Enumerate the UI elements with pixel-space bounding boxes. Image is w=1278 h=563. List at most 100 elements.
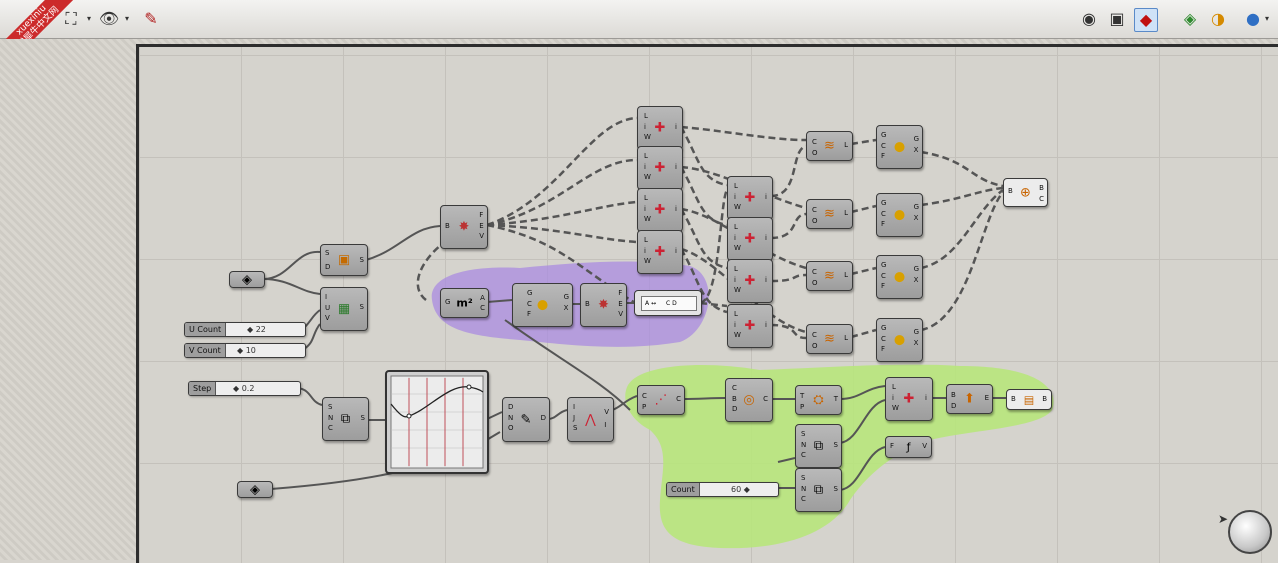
move-icon: ✚ — [744, 318, 756, 334]
weave-icon: ≋ — [824, 268, 835, 284]
cube-icon: ◈ — [242, 272, 252, 287]
step-value: 0.2 — [241, 384, 255, 393]
panel-component[interactable]: A ↔ C D — [634, 290, 702, 316]
u-count-label: U Count — [185, 323, 227, 336]
point-icon: ⋰ — [654, 392, 668, 408]
wireframe-icon[interactable]: ▣ — [1109, 9, 1125, 28]
step-slider[interactable]: Step ◆ 0.2 — [188, 381, 301, 396]
cube-icon: ◈ — [250, 482, 260, 497]
series-icon: ⧉ — [813, 438, 824, 454]
scale-icon: ● — [893, 332, 906, 348]
u-count-slider[interactable]: U Count ◆ 22 — [184, 322, 306, 337]
scale-icon: ● — [893, 139, 906, 155]
panel-left-text: A ↔ — [645, 300, 657, 307]
move-icon: ✚ — [744, 190, 756, 206]
scale-icon: ● — [893, 207, 906, 223]
scale-icon: ● — [893, 269, 906, 285]
v-count-value: 10 — [245, 346, 256, 355]
graph-mapper[interactable] — [385, 370, 489, 474]
sphere-icon[interactable]: ● — [1246, 9, 1260, 28]
count-label: Count — [667, 483, 700, 496]
weave-icon: ≋ — [824, 331, 835, 347]
chevron-down-icon[interactable]: ▾ — [124, 14, 129, 23]
preview-icon[interactable]: ◉ — [1082, 9, 1096, 28]
series-icon: ⧉ — [813, 482, 824, 498]
circle-icon: ◎ — [743, 392, 755, 408]
weave-icon: ≋ — [824, 206, 835, 222]
move-icon: ✚ — [903, 391, 915, 407]
area-icon: m² — [456, 296, 473, 310]
eye-icon[interactable]: 👁 — [98, 9, 120, 28]
navigation-widget[interactable] — [1228, 510, 1272, 554]
move-icon: ✚ — [654, 244, 666, 260]
step-label: Step — [189, 382, 217, 395]
function-icon: ƒ — [906, 440, 911, 454]
grid-icon: ▦ — [337, 301, 351, 317]
move-icon: ✚ — [654, 120, 666, 136]
shaded-icon[interactable]: ◆ — [1134, 8, 1158, 32]
move-icon: ✚ — [744, 231, 756, 247]
curve-graph-icon: ⋀ — [585, 412, 596, 427]
material-icon[interactable]: ◑ — [1211, 9, 1225, 28]
panel-right-text: C D — [665, 300, 677, 307]
transform-icon: ⛭ — [813, 392, 824, 408]
chevron-down-icon[interactable]: ▾ — [86, 14, 91, 23]
u-count-value: 22 — [255, 325, 266, 334]
extrude-icon: ⬆ — [964, 391, 975, 407]
geometry-param[interactable]: ◈ — [229, 271, 265, 288]
brep-output[interactable]: B▤B — [1006, 389, 1052, 410]
graph-mapper-plot — [390, 375, 484, 469]
explode-icon: ✸ — [598, 297, 609, 313]
weave-icon: ≋ — [824, 138, 835, 154]
count-slider[interactable]: Count 60 ◆ — [666, 482, 779, 497]
v-count-slider[interactable]: V Count ◆ 10 — [184, 343, 306, 358]
v-count-label: V Count — [185, 344, 226, 357]
chevron-down-icon[interactable]: ▾ — [1264, 14, 1269, 23]
explode-icon: ✸ — [458, 219, 470, 235]
toolbar: ⛶ ▾ 👁 ▾ ✎ ◉ ▣ ◆ ◈ ◑ ● ▾ — [0, 0, 1278, 39]
curve-param[interactable]: ◈ — [237, 481, 273, 498]
bake-icon[interactable]: ◈ — [1183, 9, 1197, 28]
surface-icon: ▣ — [337, 252, 351, 268]
grid-select-icon[interactable]: ⛶ — [65, 9, 77, 28]
pointer-icon: ➤ — [1218, 512, 1229, 526]
move-icon: ✚ — [654, 202, 666, 218]
series-icon: ⧉ — [340, 411, 351, 427]
join-icon: ⊕ — [1020, 185, 1031, 200]
brush-icon[interactable]: ✎ — [144, 9, 158, 28]
